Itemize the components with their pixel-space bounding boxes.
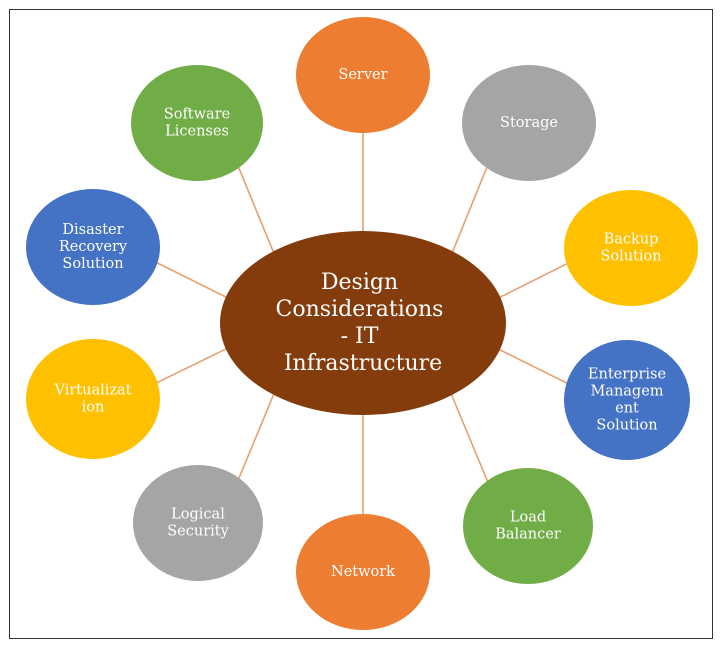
center-label-line: - IT [341, 324, 379, 349]
center-label: Design Considerations - IT Infrastructur… [276, 270, 451, 376]
node-label-line: Disaster [62, 222, 123, 238]
connector-line-logical-security [237, 391, 276, 480]
node-label-line: Software [164, 107, 230, 123]
connector-line-backup-solution [496, 262, 569, 300]
node-network: Network [296, 514, 430, 630]
node-label-line: Solution [600, 249, 661, 265]
node-label-line: Balancer [495, 527, 561, 543]
node-label-line: Backup [604, 232, 659, 248]
node-label-line: Logical [171, 507, 225, 523]
node-ellipse-backup-solution [564, 190, 698, 306]
node-label-line: Security [167, 524, 229, 540]
node-label-line: ent [615, 401, 639, 417]
connector-line-virtualization [155, 346, 230, 384]
center-label-line: Infrastructure [284, 351, 442, 376]
node-ellipse-enterprise-management-solution [564, 340, 690, 460]
node-label-network: Network [331, 564, 395, 580]
node-label-line: Server [338, 67, 387, 83]
center-label-line: Design [321, 270, 398, 295]
node-label-line: Solution [62, 256, 123, 272]
connector-line-disaster-recovery-solution [155, 261, 230, 300]
connector-line-software-licenses [237, 166, 276, 255]
connector-line-storage [450, 166, 488, 255]
connector-lines [155, 131, 569, 516]
center-node: Design Considerations - IT Infrastructur… [220, 231, 506, 415]
node-label-line: Licenses [165, 124, 229, 140]
connector-line-enterprise-management-solution [495, 347, 569, 385]
node-label-line: Recovery [59, 239, 128, 255]
node-label-line: Enterprise [588, 367, 666, 383]
node-storage: Storage [462, 65, 596, 181]
node-ellipse-storage [462, 65, 596, 181]
node-label-line: Managem [590, 384, 663, 400]
node-ellipse-disaster-recovery-solution [26, 189, 160, 305]
node-ellipse-server [296, 17, 430, 133]
node-ellipse-logical-security [133, 465, 263, 581]
node-ellipse-network [296, 514, 430, 630]
node-label-storage: Storage [500, 115, 558, 131]
node-label-line: ion [82, 400, 105, 416]
node-label-line: Storage [500, 115, 558, 131]
node-label-line: Load [510, 510, 546, 526]
connector-line-load-balancer [449, 391, 489, 483]
node-label-line: Virtualizat [54, 383, 132, 399]
node-ellipse-software-licenses [131, 65, 263, 181]
node-server: Server [296, 17, 430, 133]
node-label-line: Solution [596, 418, 657, 434]
center-ellipse [220, 231, 506, 415]
node-ellipse-load-balancer [463, 468, 593, 584]
center-label-line: Considerations [276, 297, 444, 322]
node-label-server: Server [338, 67, 387, 83]
node-ellipse-virtualization [26, 339, 160, 459]
node-label-line: Network [331, 564, 395, 580]
